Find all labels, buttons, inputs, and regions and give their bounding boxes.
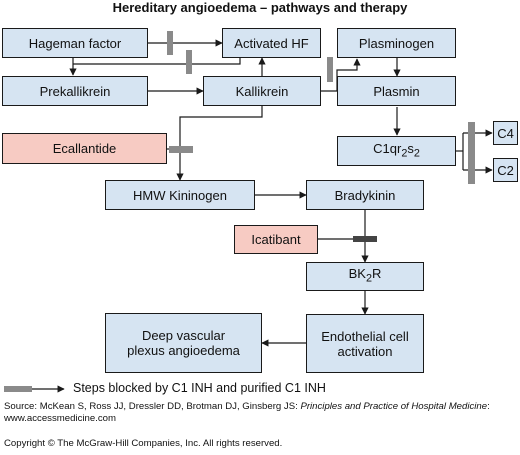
plasminogen-box: Plasminogen — [337, 28, 456, 58]
legend-text: Steps blocked by C1 INH and purified C1 … — [73, 381, 326, 395]
block-bar-icatibant — [353, 236, 377, 242]
endothelial-activation-box: Endothelial cell activation — [306, 314, 424, 373]
deep-vascular-plexus-box: Deep vascular plexus angioedema — [105, 313, 262, 373]
source-book-title: Principles and Practice of Hospital Medi… — [300, 401, 488, 412]
prekallikrein-box: Prekallikrein — [2, 76, 148, 106]
source-citation: Source: McKean S, Ross JJ, Dressler DD, … — [4, 401, 516, 425]
hmw-kininogen-box: HMW Kininogen — [105, 180, 255, 210]
hageman-factor-box: Hageman factor — [2, 28, 148, 58]
arrow-kallikrein-to-plasminogen — [321, 58, 361, 92]
c4-box: C4 — [493, 121, 518, 145]
kallikrein-box: Kallikrein — [203, 76, 321, 106]
block-bar-legend — [4, 386, 32, 392]
source-prefix: Source: McKean S, Ross JJ, Dressler DD, … — [4, 401, 298, 412]
c1qr2s2-label: C1qr2s2 — [373, 140, 420, 160]
bk2r-box: BK2R — [306, 262, 424, 291]
ecallantide-box: Ecallantide — [2, 133, 167, 164]
source-suffix: : www.accessmedicine.com — [4, 401, 490, 424]
activated-hf-box: Activated HF — [222, 28, 321, 58]
block-bar-prekallikrein — [186, 50, 192, 74]
copyright-notice: Copyright © The McGraw-Hill Companies, I… — [4, 438, 283, 449]
bradykinin-box: Bradykinin — [306, 180, 424, 210]
block-bar-ecallantide — [169, 146, 193, 153]
arrow-activated-hf-to-prekallikrein — [73, 57, 241, 65]
diagram-title: Hereditary angioedema – pathways and the… — [112, 0, 408, 15]
block-bar-plasminogen — [327, 57, 333, 82]
icatibant-box: Icatibant — [234, 225, 318, 254]
c2-box: C2 — [493, 158, 518, 182]
plasmin-box: Plasmin — [337, 76, 456, 106]
c1qr2s2-box: C1qr2s2 — [337, 136, 456, 166]
block-bar-hageman — [167, 31, 173, 55]
block-bar-c1 — [468, 122, 475, 184]
arrow-kallikrein-to-hmw — [176, 106, 263, 181]
bk2r-label: BK2R — [348, 266, 382, 285]
